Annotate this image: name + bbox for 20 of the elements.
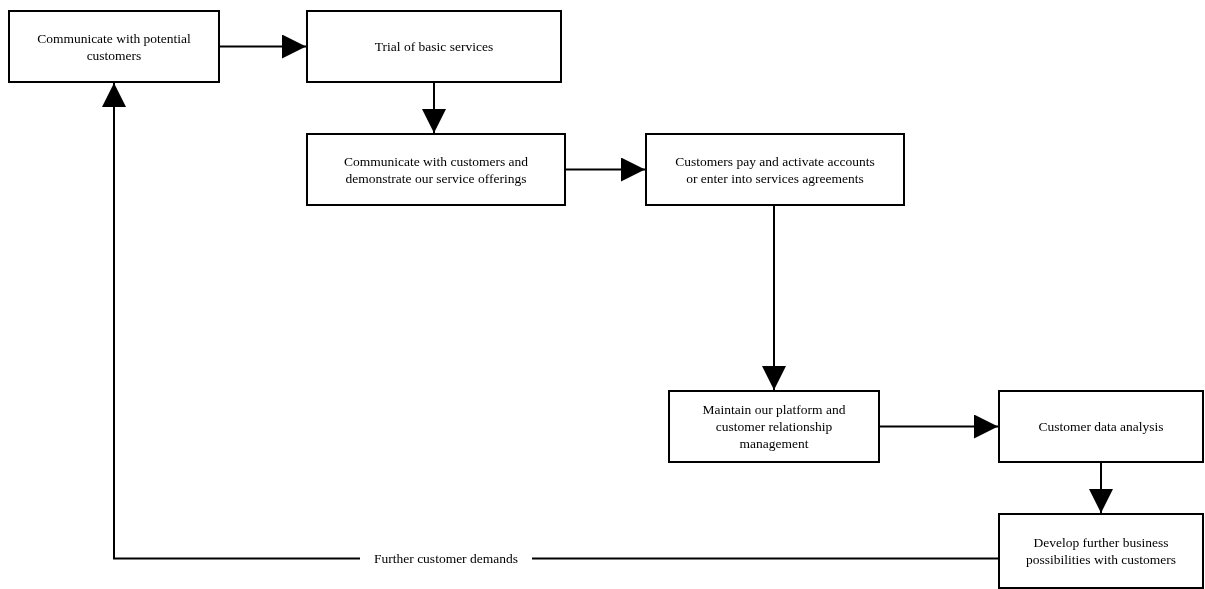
box-label: Communicate with potential customers <box>36 29 192 64</box>
process-box <box>998 390 1204 463</box>
arrow <box>422 82 446 134</box>
process-box <box>668 390 880 463</box>
process-box <box>998 513 1204 589</box>
box-label: Customers pay and activate accounts or enter into services agreements <box>674 152 876 187</box>
process-box <box>8 10 220 83</box>
box-label: Communicate with customers and demonstrate our service offerings <box>342 152 530 187</box>
process-box <box>306 10 562 83</box>
box-label: Develop further business possibilities with customers <box>1025 534 1177 568</box>
box-label: Customer data analysis <box>1038 418 1164 435</box>
process-box <box>306 133 566 206</box>
arrow <box>762 205 786 391</box>
arrow <box>879 414 999 439</box>
box-label: Trial of basic services <box>374 38 494 55</box>
arrow <box>565 157 646 182</box>
box-label: Maintain our platform and customer relationship management <box>701 401 847 452</box>
arrow <box>1089 462 1113 514</box>
arrow <box>219 34 307 59</box>
process-box <box>645 133 905 206</box>
